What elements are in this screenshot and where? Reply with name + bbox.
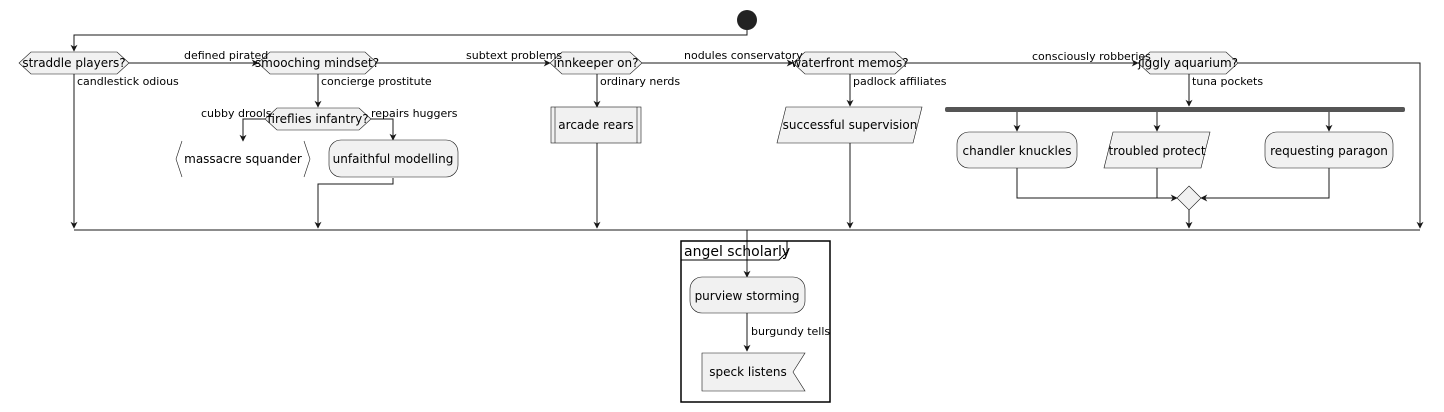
frame-title: angel scholarly xyxy=(684,244,790,260)
node-label: troubled protect xyxy=(1108,144,1205,158)
node-chandler-knuckles: chandler knuckles xyxy=(956,131,1078,169)
node-speck-listens: speck listens xyxy=(701,352,806,392)
edge-label: nodules conservatory xyxy=(684,49,803,62)
edge-label: ordinary nerds xyxy=(600,75,680,88)
decision-label: waterfront memos? xyxy=(791,56,908,70)
node-label: speck listens xyxy=(709,365,786,379)
node-label: successful supervision xyxy=(783,118,918,132)
decision-label: innkeeper on? xyxy=(554,56,639,70)
edge-label: defined pirated xyxy=(184,49,268,62)
edge-label: padlock affiliates xyxy=(853,75,947,88)
node-requesting-paragon: requesting paragon xyxy=(1264,131,1394,169)
node-massacre-squander: massacre squander xyxy=(175,140,311,178)
decision-straddle: straddle players? xyxy=(18,51,130,75)
edge-label: tuna pockets xyxy=(1192,75,1263,88)
fork-bar xyxy=(945,107,1405,112)
node-unfaithful-modelling: unfaithful modelling xyxy=(328,139,459,178)
merge-diamond xyxy=(1176,185,1202,211)
edge-start-d1 xyxy=(70,30,748,52)
decision-smooching: smooching mindset? xyxy=(255,51,379,75)
node-purview-storming: purview storming xyxy=(689,276,806,314)
edge-label: repairs huggers xyxy=(371,107,458,120)
node-label: unfaithful modelling xyxy=(333,152,454,166)
edges xyxy=(70,30,1424,352)
group-frame: angel scholarly xyxy=(680,240,831,403)
decision-waterfront: waterfront memos? xyxy=(791,51,909,75)
decision-innkeeper: innkeeper on? xyxy=(549,51,643,75)
node-label: arcade rears xyxy=(558,118,633,132)
decision-label: jiggly aquarium? xyxy=(1137,56,1238,70)
edge-d6-else xyxy=(1238,62,1424,229)
decision-label: fireflies infantry? xyxy=(267,112,368,126)
edge-d3-unfaithful xyxy=(371,118,397,141)
edge-label: consciously robberies xyxy=(1032,50,1151,63)
edge-requesting-merge xyxy=(1200,168,1330,202)
edge-label: cubby drools xyxy=(201,107,272,120)
edge-chandler-merge xyxy=(1016,168,1178,202)
decision-label: straddle players? xyxy=(22,56,125,70)
node-label: chandler knuckles xyxy=(963,144,1072,158)
node-troubled-protect: troubled protect xyxy=(1103,131,1211,169)
node-label: massacre squander xyxy=(184,152,302,166)
edge-d3-massacre xyxy=(239,118,265,142)
edge-label: burgundy tells xyxy=(751,325,830,338)
node-label: requesting paragon xyxy=(1270,144,1388,158)
edge-unfaithful-merge xyxy=(314,178,394,229)
edge-label: concierge prostitute xyxy=(321,75,432,88)
decision-jiggly: jiggly aquarium? xyxy=(1137,51,1239,75)
start-node xyxy=(737,10,757,30)
decision-label: smooching mindset? xyxy=(255,56,379,70)
edge-label: subtext problems xyxy=(466,49,562,62)
node-arcade-rears: arcade rears xyxy=(550,106,642,144)
edge-labels: defined pirated candlestick odious subte… xyxy=(77,49,1263,338)
node-label: purview storming xyxy=(695,289,800,303)
decision-fireflies: fireflies infantry? xyxy=(264,107,372,131)
node-successful-supervision: successful supervision xyxy=(776,106,923,144)
edge-label: candlestick odious xyxy=(77,75,179,88)
